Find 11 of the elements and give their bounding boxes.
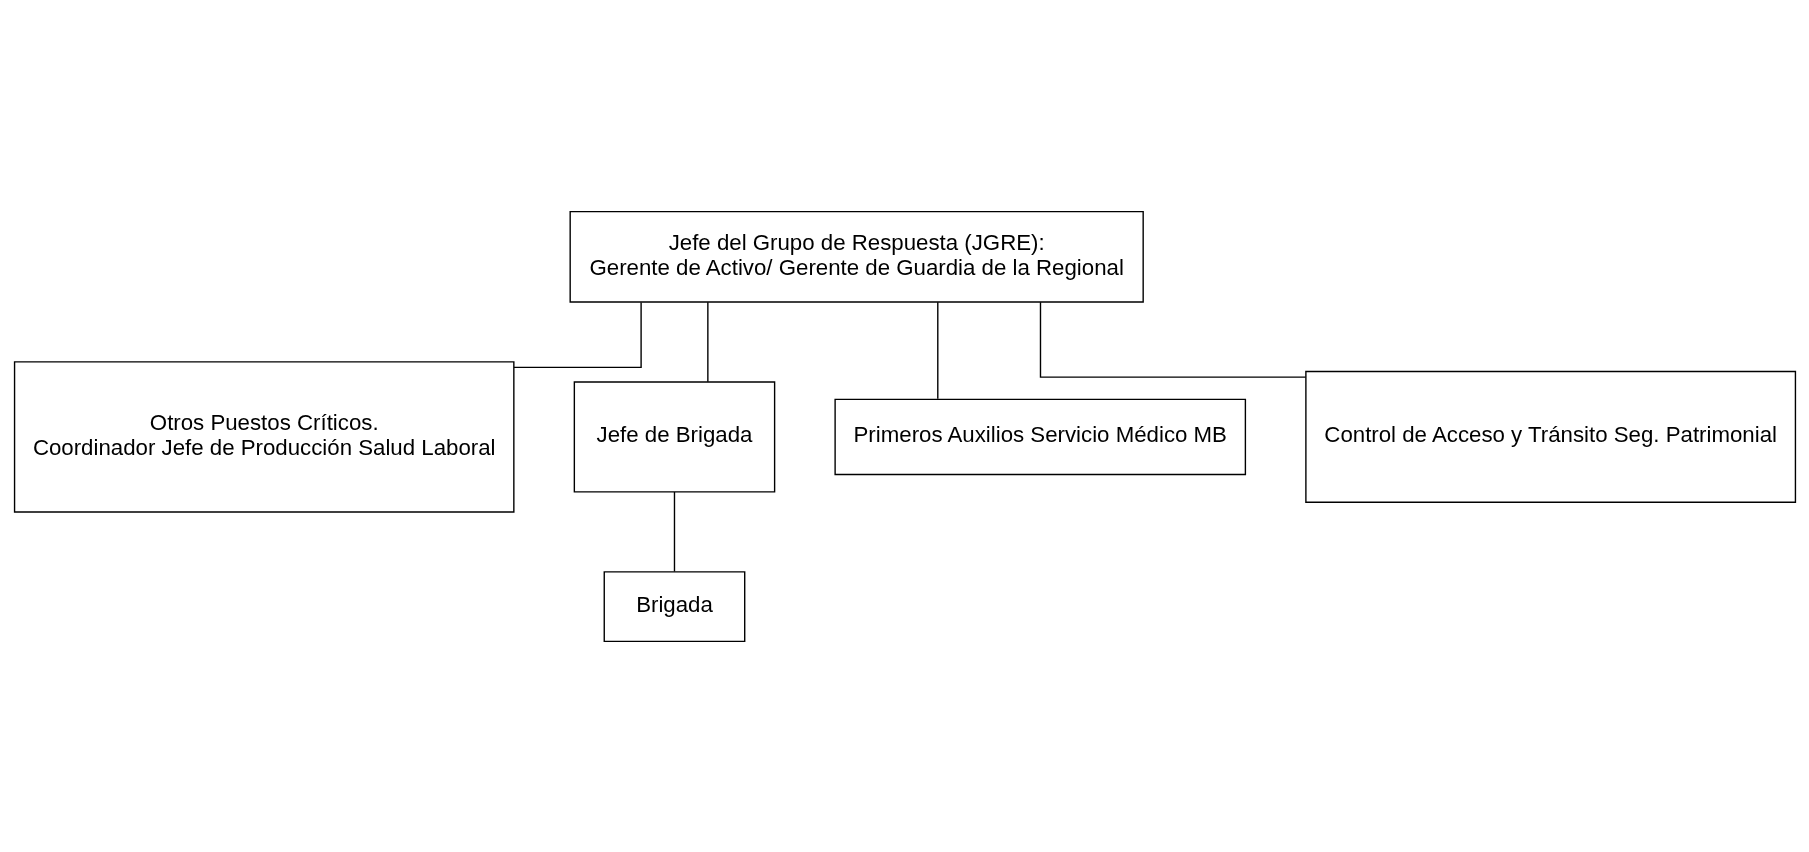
node-box: Brigada	[603, 570, 745, 642]
connector	[673, 490, 675, 572]
node-box: Jefe del Grupo de Respuesta (JGRE): Gerente de Activo/ Gerente de Guardia de la Regional	[568, 210, 1144, 303]
node-box: Otros Puestos Críticos. Coordinador Jefe de Producción Salud Laboral	[13, 360, 515, 513]
connector	[936, 301, 938, 399]
node-box: Control de Acceso y Tránsito Seg. Patrimonial	[1304, 370, 1796, 503]
connector	[706, 301, 709, 383]
connector	[1039, 301, 1306, 378]
node-box: Primeros Auxilios Servicio Médico MB	[833, 398, 1246, 475]
connector	[512, 301, 642, 368]
node-box: Jefe de Brigada	[573, 380, 775, 493]
